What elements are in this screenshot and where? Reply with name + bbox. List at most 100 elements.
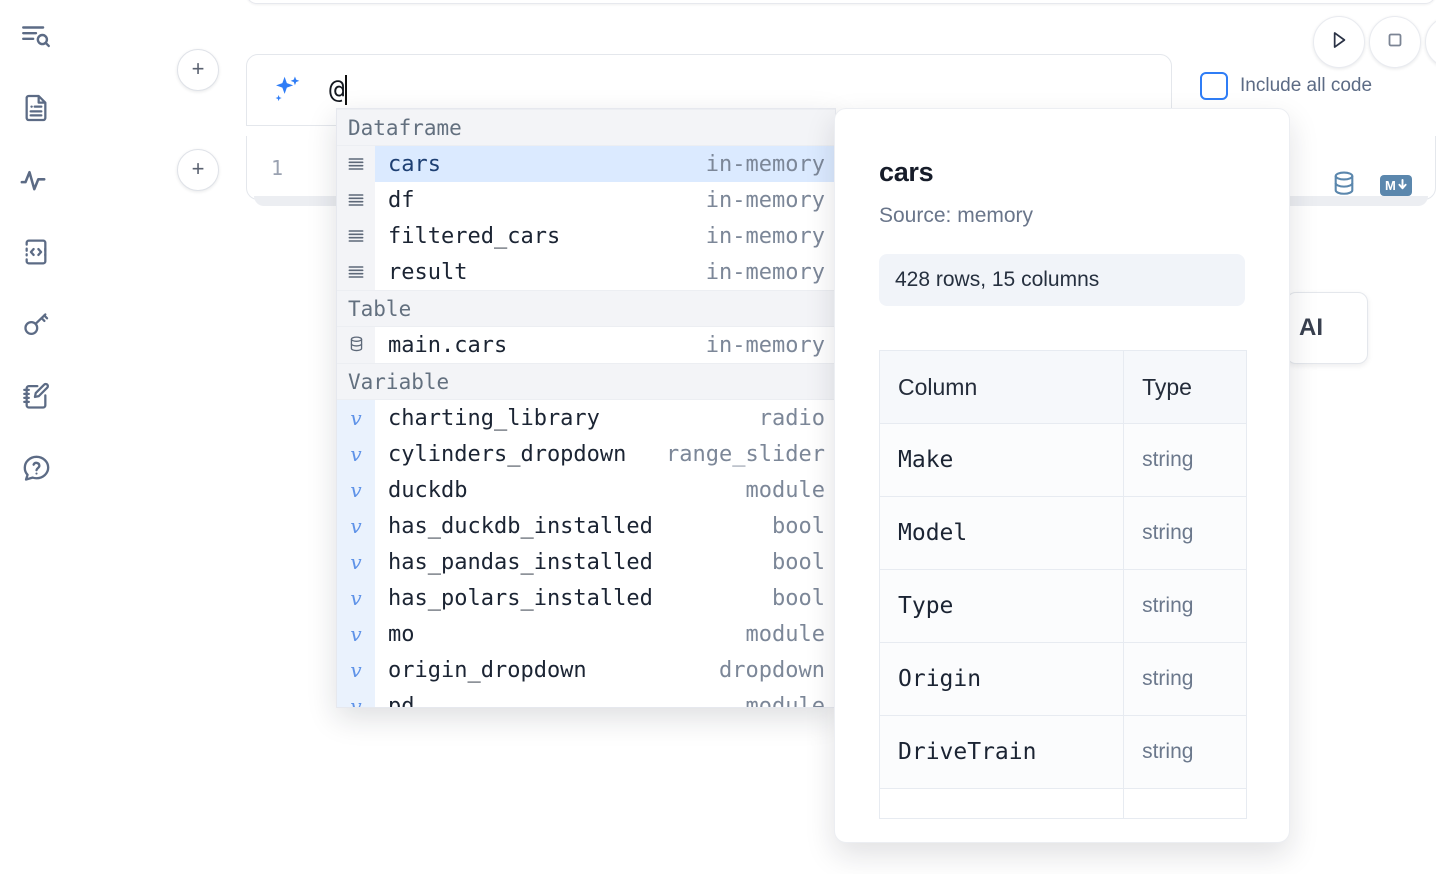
stop-button[interactable] bbox=[1369, 16, 1421, 68]
preview-source: Source: memory bbox=[879, 204, 1034, 227]
preview-table-row-clipped bbox=[878, 788, 1247, 819]
autocomplete-item-body: df in-memory bbox=[375, 182, 835, 218]
add-cell-button-top[interactable]: + bbox=[177, 49, 219, 91]
more-actions-button[interactable] bbox=[1425, 16, 1436, 68]
preview-column-name: Model bbox=[878, 496, 1125, 570]
autocomplete-group-header: Variable bbox=[337, 363, 835, 400]
variable-icon: v bbox=[337, 580, 375, 616]
dataframe-icon bbox=[337, 146, 375, 182]
preview-column-type: string bbox=[1123, 496, 1247, 570]
autocomplete-item-name: cylinders_dropdown bbox=[388, 441, 627, 467]
preview-column-name: Origin bbox=[878, 642, 1125, 716]
sparkle-icon bbox=[269, 72, 305, 108]
include-all-code-label: Include all code bbox=[1240, 75, 1373, 96]
explore-icon bbox=[19, 19, 53, 53]
preview-title: cars bbox=[879, 157, 934, 187]
sidebar-item-snippets[interactable] bbox=[14, 230, 58, 274]
autocomplete-item-kind: in-memory bbox=[705, 187, 825, 213]
add-cell-button-bottom[interactable]: + bbox=[177, 149, 219, 191]
sidebar-item-explore[interactable] bbox=[14, 14, 58, 58]
autocomplete-item-name: charting_library bbox=[388, 405, 600, 431]
stop-square-icon bbox=[1383, 28, 1407, 57]
autocomplete-item-name: cars bbox=[388, 151, 441, 177]
dataframe-icon bbox=[337, 182, 375, 218]
autocomplete-item[interactable]: filtered_cars in-memory bbox=[337, 218, 835, 254]
preview-shape: 428 rows, 15 columns bbox=[879, 254, 1245, 306]
markdown-badge-letter: M bbox=[1385, 177, 1397, 193]
autocomplete-item-kind: in-memory bbox=[705, 223, 825, 249]
sidebar-item-secrets[interactable] bbox=[14, 302, 58, 346]
autocomplete-item-kind: module bbox=[745, 693, 825, 708]
autocomplete-item-body: charting_library radio bbox=[375, 400, 835, 436]
database-icon[interactable] bbox=[1330, 170, 1358, 200]
autocomplete-item-body: main.cars in-memory bbox=[375, 327, 835, 363]
text-caret bbox=[345, 75, 348, 105]
autocomplete-item[interactable]: df in-memory bbox=[337, 182, 835, 218]
autocomplete-group-header: Dataframe bbox=[337, 109, 835, 146]
variable-icon: v bbox=[337, 472, 375, 508]
add-cell-label-top: + bbox=[191, 56, 205, 81]
sidebar-item-help[interactable] bbox=[14, 446, 58, 490]
add-cell-label-bottom: + bbox=[191, 156, 205, 181]
preview-column-type: string bbox=[1123, 642, 1247, 716]
preview-column-type: string bbox=[1123, 423, 1247, 497]
preview-table-header-row: Column Type bbox=[878, 350, 1247, 424]
preview-column-name: Type bbox=[878, 569, 1125, 643]
autocomplete-item-kind: module bbox=[745, 621, 825, 647]
autocomplete-item[interactable]: main.cars in-memory bbox=[337, 327, 835, 363]
sidebar-item-notebook-file[interactable] bbox=[14, 86, 58, 130]
key-icon bbox=[20, 308, 52, 340]
variable-icon: v bbox=[337, 400, 375, 436]
dataframe-icon bbox=[337, 218, 375, 254]
autocomplete-item-name: duckdb bbox=[388, 477, 468, 503]
sidebar-item-activity[interactable] bbox=[14, 158, 58, 202]
autocomplete-item-name: pd bbox=[388, 693, 415, 708]
autocomplete-item-name: main.cars bbox=[388, 332, 508, 358]
code-snippet-icon bbox=[20, 236, 52, 268]
run-button[interactable] bbox=[1313, 16, 1365, 68]
autocomplete-item-kind: bool bbox=[772, 513, 825, 539]
autocomplete-item-kind: in-memory bbox=[705, 332, 825, 358]
help-chat-icon bbox=[20, 452, 53, 485]
table-db-icon bbox=[337, 327, 375, 363]
ai-prompt-input[interactable]: @ bbox=[329, 75, 348, 105]
markdown-icon[interactable]: M bbox=[1380, 174, 1413, 196]
variable-icon: v bbox=[337, 688, 375, 707]
preview-column-type: string bbox=[1123, 715, 1247, 789]
autocomplete-item[interactable]: v charting_library radio bbox=[337, 400, 835, 436]
include-all-code-row[interactable]: Include all code bbox=[1200, 72, 1372, 100]
variable-icon: v bbox=[337, 436, 375, 472]
generate-with-ai-button[interactable]: AI bbox=[1286, 292, 1368, 364]
line-number: 1 bbox=[270, 155, 284, 180]
autocomplete-item-body: pd module bbox=[375, 688, 835, 708]
autocomplete-item[interactable]: cars in-memory bbox=[337, 146, 835, 182]
autocomplete-item-kind: in-memory bbox=[705, 151, 825, 177]
autocomplete-item-kind: bool bbox=[772, 585, 825, 611]
autocomplete-item-kind: radio bbox=[758, 405, 825, 431]
autocomplete-item-name: df bbox=[388, 187, 415, 213]
previous-cell-partial bbox=[246, 0, 1436, 4]
include-all-code-checkbox[interactable] bbox=[1200, 72, 1228, 100]
preview-column-type: string bbox=[1123, 569, 1247, 643]
autocomplete-item-name: filtered_cars bbox=[388, 223, 561, 249]
sidebar-item-scratchpad[interactable] bbox=[14, 374, 58, 418]
